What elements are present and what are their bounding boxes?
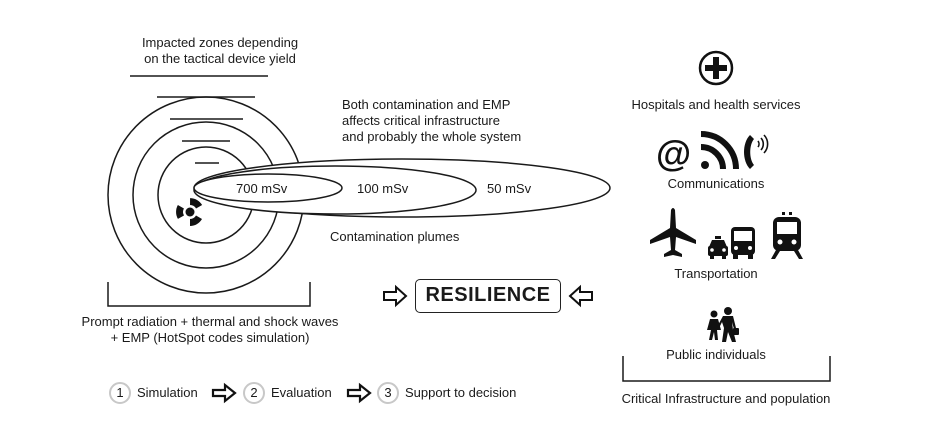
zones-title: Impacted zones depending on the tactical… <box>110 35 330 67</box>
step-number-2: 2 <box>243 382 265 404</box>
ci-bracket <box>622 356 831 382</box>
phone-icon <box>744 134 769 169</box>
radiation-icon <box>176 198 203 226</box>
sector-public-label: Public individuals <box>666 347 766 362</box>
step-number-3: 3 <box>377 382 399 404</box>
step-number-1: 1 <box>109 382 131 404</box>
step-label-2: Evaluation <box>271 385 332 400</box>
ci-group-caption: Critical Infrastructure and population <box>621 391 831 406</box>
plume-label-100: 100 mSv <box>357 181 409 196</box>
step-arrow-icon <box>211 382 237 404</box>
train-icon <box>771 212 803 259</box>
arrow-right-icon <box>383 284 408 308</box>
ci-note-line: affects critical infrastructure <box>342 113 500 128</box>
sector-transportation-label: Transportation <box>674 266 758 281</box>
step-label-1: Simulation <box>137 385 198 400</box>
step-arrow-icon <box>346 382 372 404</box>
ci-note: Both contamination and EMP affects criti… <box>342 97 521 145</box>
prompt-bracket <box>107 282 311 307</box>
zones-title-line: on the tactical device yield <box>144 51 296 66</box>
airplane-icon <box>650 208 696 257</box>
step-label-3: Support to decision <box>405 385 517 400</box>
at-sign-icon: @ <box>656 133 691 174</box>
sector-communications-label: Communications <box>667 176 765 191</box>
plume-label-50: 50 mSv <box>487 181 532 196</box>
ci-note-line: Both contamination and EMP <box>342 97 511 112</box>
prompt-caption-line: Prompt radiation + thermal and shock wav… <box>81 314 339 329</box>
bus-icon <box>731 227 755 259</box>
rss-icon <box>700 131 739 170</box>
sector-hospitals-label: Hospitals and health services <box>631 97 801 112</box>
ci-note-line: and probably the whole system <box>342 129 522 144</box>
taxi-icon <box>708 236 728 259</box>
resilience-box: RESILIENCE <box>415 279 561 313</box>
plumes-caption: Contamination plumes <box>330 229 460 244</box>
plume-label-700: 700 mSv <box>236 181 288 196</box>
medical-cross-icon <box>698 50 734 86</box>
prompt-caption-line: + EMP (HotSpot codes simulation) <box>110 330 310 345</box>
arrow-left-icon <box>568 284 593 308</box>
plume-700 <box>193 173 343 203</box>
pedestrians-icon <box>707 307 739 342</box>
contamination-plumes <box>193 158 611 218</box>
zone-bars <box>130 75 268 164</box>
prompt-caption: Prompt radiation + thermal and shock wav… <box>40 314 380 346</box>
zones-title-line: Impacted zones depending <box>141 35 299 50</box>
